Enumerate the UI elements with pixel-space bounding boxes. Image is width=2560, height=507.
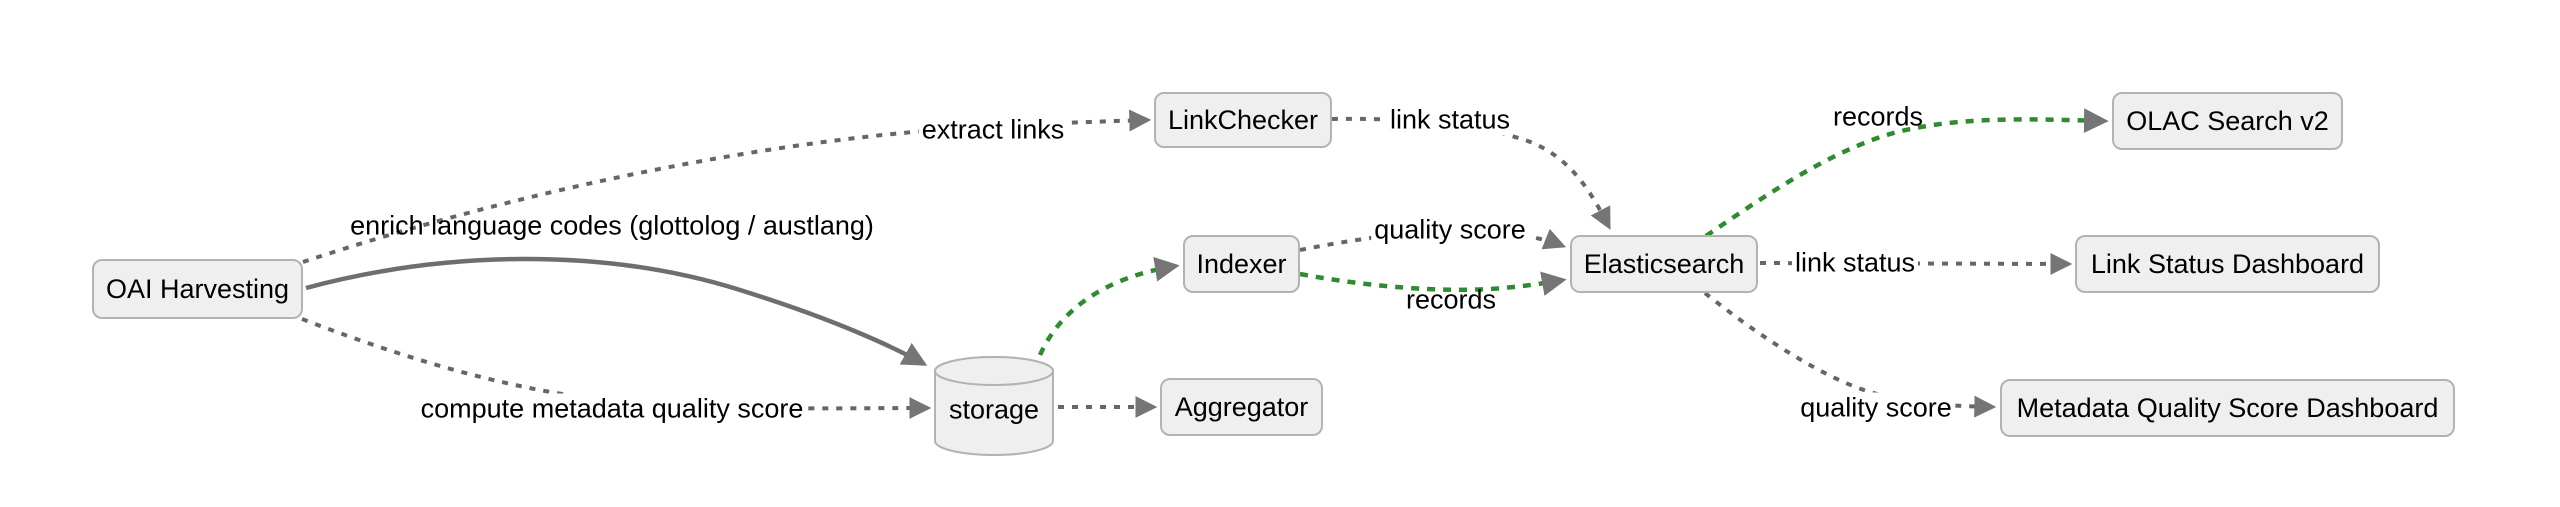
storage-cylinder-shape bbox=[934, 356, 1054, 456]
edge-label-compute-metadata-quality-score: compute metadata quality score bbox=[417, 393, 807, 425]
node-indexer-label: Indexer bbox=[1196, 248, 1287, 279]
node-linkchecker: LinkChecker bbox=[1154, 92, 1332, 148]
edge-label-extract-links: extract links bbox=[918, 114, 1068, 146]
edge-indexer-to-elasticsearch-quality bbox=[1299, 228, 1567, 252]
node-metadata-quality-score-dashboard-label: Metadata Quality Score Dashboard bbox=[2016, 392, 2439, 423]
edge-label-link-status-1: link status bbox=[1386, 104, 1514, 136]
node-oai-harvesting: OAI Harvesting bbox=[92, 259, 303, 319]
node-olac-search-v2-label: OLAC Search v2 bbox=[2126, 105, 2329, 136]
edge-oai-to-storage-compute bbox=[301, 317, 932, 420]
node-link-status-dashboard-label: Link Status Dashboard bbox=[2090, 248, 2365, 279]
edge-label-quality-score-1: quality score bbox=[1371, 214, 1529, 246]
edge-elasticsearch-to-olac bbox=[1704, 108, 2109, 238]
node-aggregator: Aggregator bbox=[1160, 378, 1323, 436]
node-indexer: Indexer bbox=[1183, 235, 1300, 293]
node-olac-search-v2: OLAC Search v2 bbox=[2112, 92, 2343, 150]
edge-indexer-to-elasticsearch-records bbox=[1299, 271, 1567, 296]
node-aggregator-label: Aggregator bbox=[1174, 391, 1309, 422]
edge-storage-to-indexer bbox=[1037, 256, 1180, 356]
node-elasticsearch-label: Elasticsearch bbox=[1583, 248, 1745, 279]
edge-elasticsearch-to-mqsd bbox=[1703, 291, 1997, 418]
edge-label-records-2: records bbox=[1832, 101, 1924, 132]
node-elasticsearch: Elasticsearch bbox=[1570, 235, 1758, 293]
node-linkchecker-label: LinkChecker bbox=[1167, 104, 1319, 135]
edge-oai-to-storage-enrich bbox=[305, 256, 928, 366]
edge-label-link-status-2: link status bbox=[1791, 247, 1919, 279]
edge-label-quality-score-2: quality score bbox=[1797, 392, 1955, 424]
node-metadata-quality-score-dashboard: Metadata Quality Score Dashboard bbox=[2000, 379, 2455, 437]
node-storage-label: storage bbox=[948, 394, 1040, 425]
node-link-status-dashboard: Link Status Dashboard bbox=[2075, 235, 2380, 293]
node-oai-harvesting-label: OAI Harvesting bbox=[105, 273, 290, 304]
edge-label-records-1: records bbox=[1405, 284, 1497, 315]
edge-label-enrich-language-codes: enrich language codes (glottolog / austl… bbox=[350, 210, 874, 241]
